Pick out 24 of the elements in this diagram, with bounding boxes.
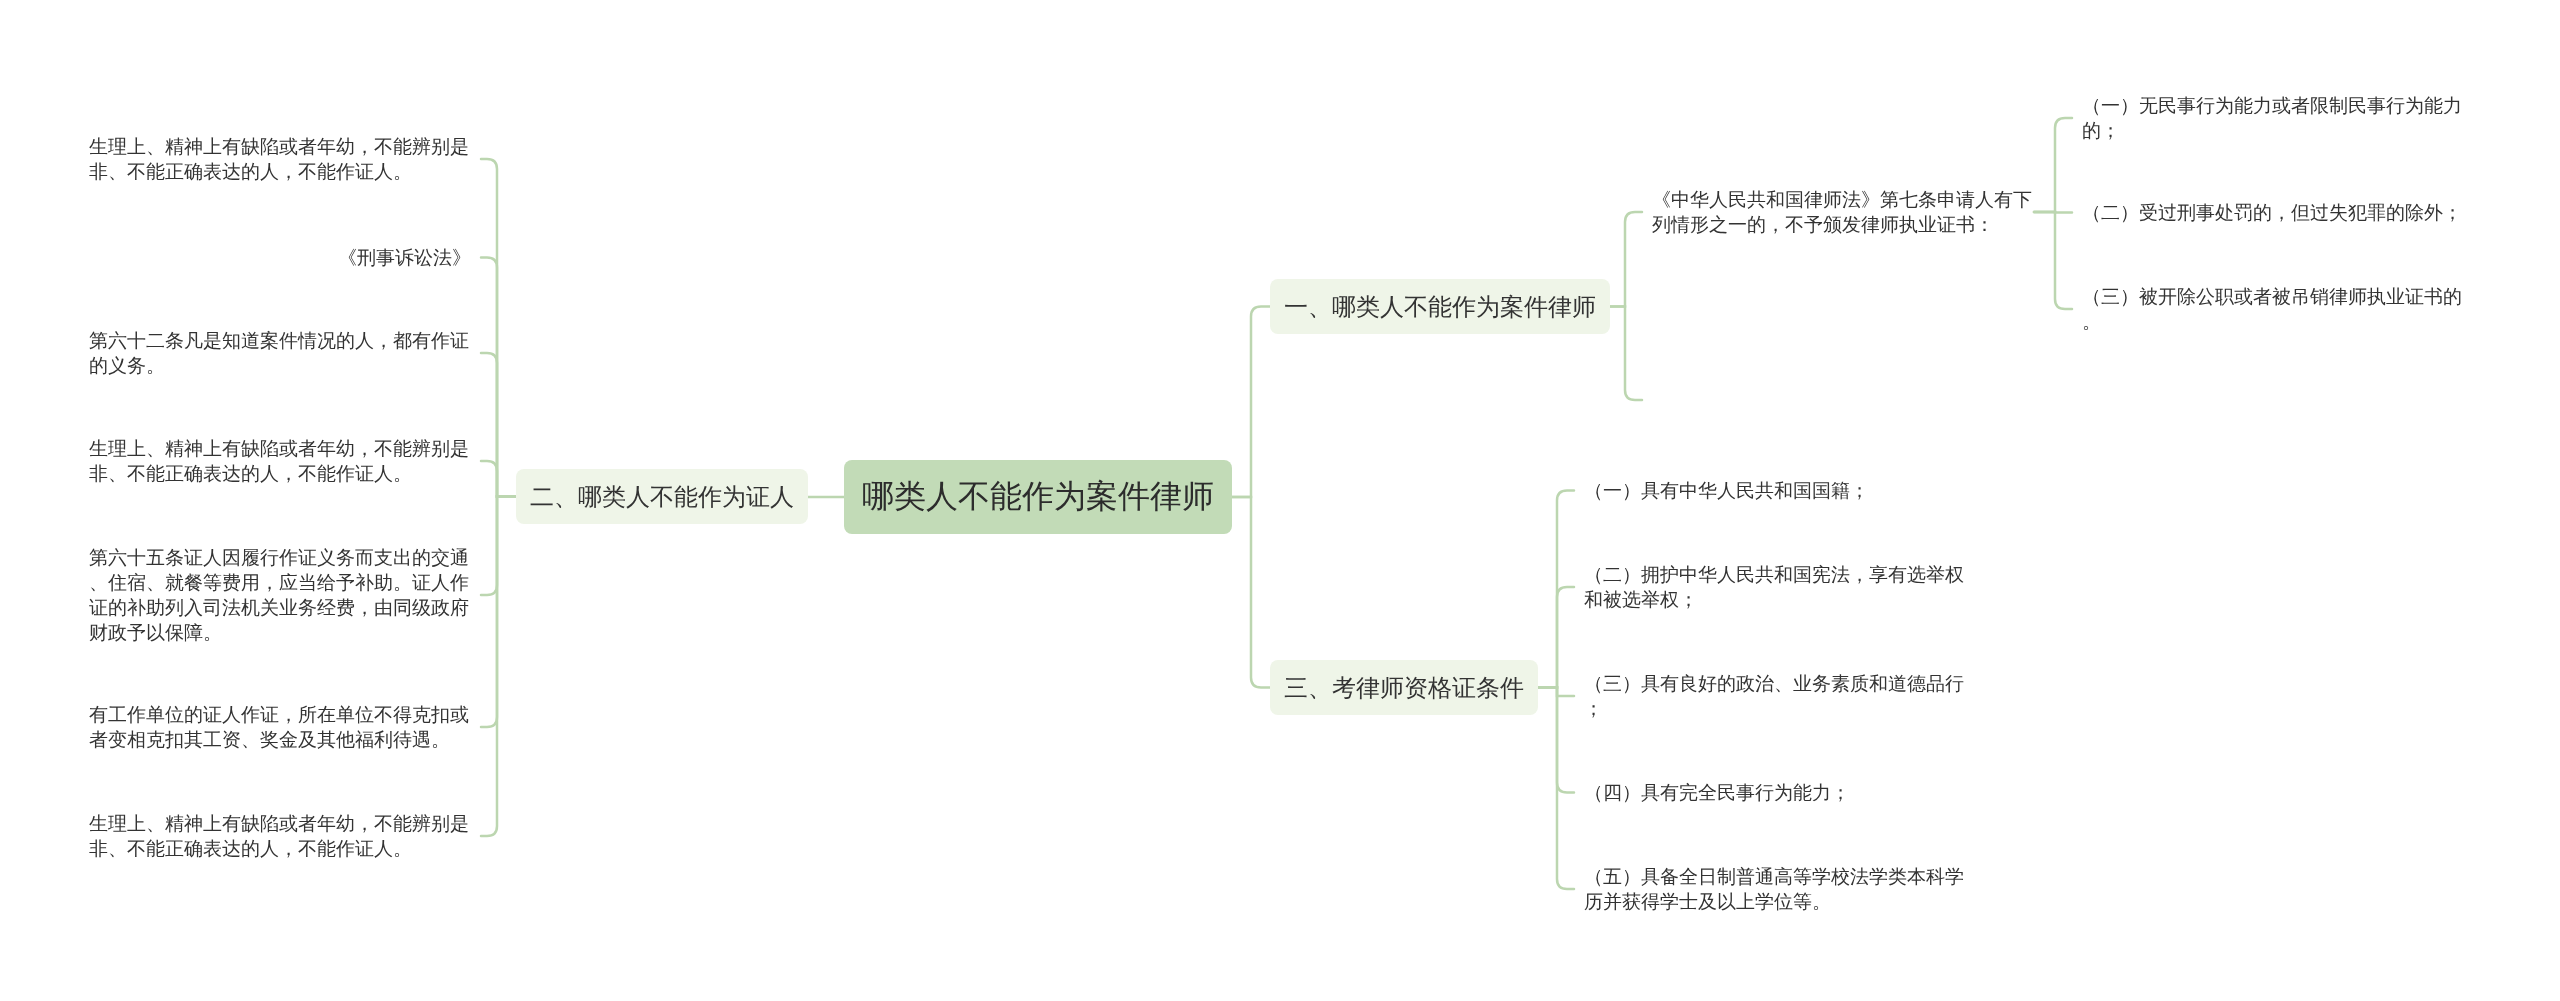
connector-line xyxy=(1536,686,1576,891)
branch-topic: 一、哪类人不能作为案件律师 xyxy=(1270,279,1610,334)
connector-line xyxy=(1230,495,1272,689)
leaf-text: 有工作单位的证人作证，所在单位不得克扣或者变相克扣其工资、奖金及其他福利待遇。 xyxy=(89,702,481,752)
leaf-text: （五）具备全日制普通高等学校法学类本科学历并获得学士及以上学位等。 xyxy=(1574,864,1966,914)
leaf-text: 第六十二条凡是知道案件情况的人，都有作证的义务。 xyxy=(89,328,481,378)
leaf-text: （三）具有良好的政治、业务素质和道德品行； xyxy=(1574,671,1966,721)
leaf-text: 生理上、精神上有缺陷或者年幼，不能辨别是非、不能正确表达的人，不能作证人。 xyxy=(89,811,481,861)
leaf-text: 《中华人民共和国律师法》第七条申请人有下列情形之一的，不予颁发律师执业证书： xyxy=(1642,187,2034,237)
leaf-text: 生理上、精神上有缺陷或者年幼，不能辨别是非、不能正确表达的人，不能作证人。 xyxy=(89,436,481,486)
central-topic: 哪类人不能作为案件律师 xyxy=(844,460,1232,534)
branch-topic: 三、考律师资格证条件 xyxy=(1270,660,1538,715)
connector-line xyxy=(1608,305,1644,402)
leaf-text: （一）具有中华人民共和国国籍； xyxy=(1574,478,1869,503)
leaf-text: （一）无民事行为能力或者限制民事行为能力的； xyxy=(2072,93,2464,143)
leaf-text: 生理上、精神上有缺陷或者年幼，不能辨别是非、不能正确表达的人，不能作证人。 xyxy=(89,134,481,184)
leaf-text: 第六十五条证人因履行作证义务而支出的交通、住宿、就餐等费用，应当给予补助。证人作证的补助列入司法机关业务经费，由同级政府财政予以保障。 xyxy=(89,545,481,645)
leaf-text: 《刑事诉讼法》 xyxy=(338,245,481,270)
branch-topic: 二、哪类人不能作为证人 xyxy=(516,469,808,524)
leaf-text: （二）拥护中华人民共和国宪法，享有选举权和被选举权； xyxy=(1574,562,1966,612)
leaf-text: （三）被开除公职或者被吊销律师执业证书的。 xyxy=(2072,284,2464,334)
connector-line xyxy=(806,495,846,499)
leaf-text: （二）受过刑事处罚的，但过失犯罪的除外； xyxy=(2072,200,2462,225)
leaf-text: （四）具有完全民事行为能力； xyxy=(1574,780,1850,805)
